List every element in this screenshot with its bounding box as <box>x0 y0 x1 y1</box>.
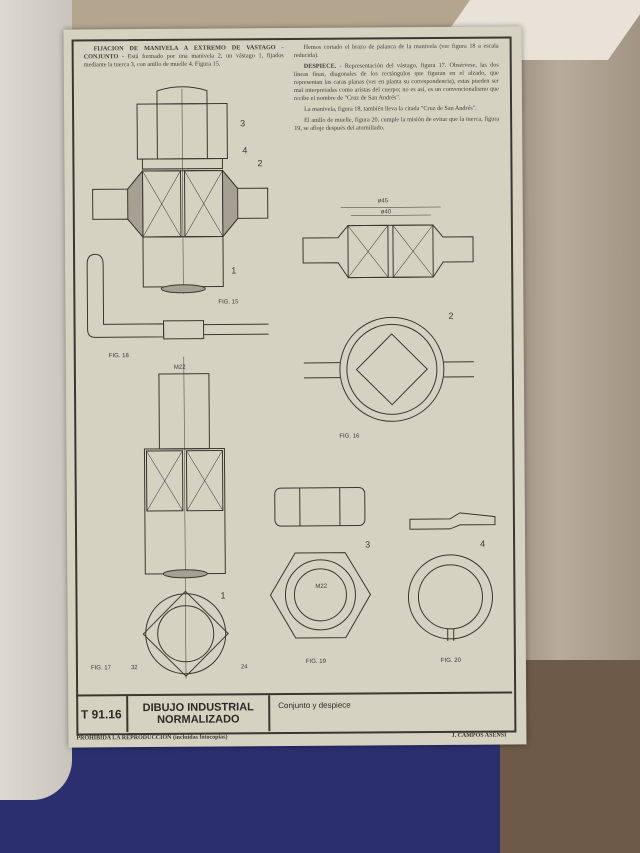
dim-32: 32 <box>131 665 138 671</box>
drawing-sheet: FIJACION DE MANIVELA A EXTREMO DE VASTAG… <box>63 26 527 748</box>
part-number-2b: 2 <box>448 311 453 321</box>
fig17-shaft <box>142 356 229 679</box>
dim-d45: ø45 <box>378 198 389 204</box>
part-number-3b: 3 <box>365 539 370 549</box>
part-number-4: 4 <box>242 145 247 155</box>
part-number-3: 3 <box>240 118 245 128</box>
fig16-crank <box>302 206 474 422</box>
fig20-label: FIG. 20 <box>441 658 462 664</box>
sheet-code: T 91.16 <box>76 696 129 733</box>
dim-d40: ø40 <box>381 209 392 215</box>
footer-author: J. CAMPOS ASENSI <box>451 732 507 739</box>
part-number-2: 2 <box>257 158 262 168</box>
curled-page <box>0 0 72 800</box>
technical-drawings: 3 4 2 1 FIG. 15 FIG. 18 ø45 ø40 2 FIG. 1… <box>86 86 496 679</box>
fig17-label: FIG. 17 <box>91 665 112 671</box>
sheet-name: DIBUJO INDUSTRIAL NORMALIZADO <box>128 695 271 733</box>
part-number-4b: 4 <box>480 539 485 549</box>
sheet-description: Conjunto y despiece <box>278 700 351 711</box>
fig19-nut <box>269 487 372 639</box>
part-number-1b: 1 <box>220 590 225 600</box>
fig18-label: FIG. 18 <box>109 353 130 359</box>
fig15-label: FIG. 15 <box>218 299 239 305</box>
fig15-assembly <box>92 86 269 294</box>
fig19-label: FIG. 19 <box>306 659 327 665</box>
sheet-name-line1: DIBUJO INDUSTRIAL <box>142 701 254 715</box>
blue-cover <box>0 735 500 853</box>
fig20-spring-ring <box>407 512 496 641</box>
fig18-hub <box>163 320 205 340</box>
fig16-label: FIG. 16 <box>339 434 360 440</box>
dim-24: 24 <box>241 664 248 670</box>
dim-m22-nut: M22 <box>315 584 327 590</box>
dim-m22: M22 <box>174 365 186 371</box>
part-number-1: 1 <box>231 265 236 275</box>
footer-copyright: PROHIBIDA LA REPRODUCCION (incluidas fot… <box>76 734 228 742</box>
fig18-crank-arm <box>86 253 165 338</box>
title-block: T 91.16 DIBUJO INDUSTRIAL NORMALIZADO Co… <box>76 691 513 733</box>
sheet-name-line2: NORMALIZADO <box>157 713 240 726</box>
